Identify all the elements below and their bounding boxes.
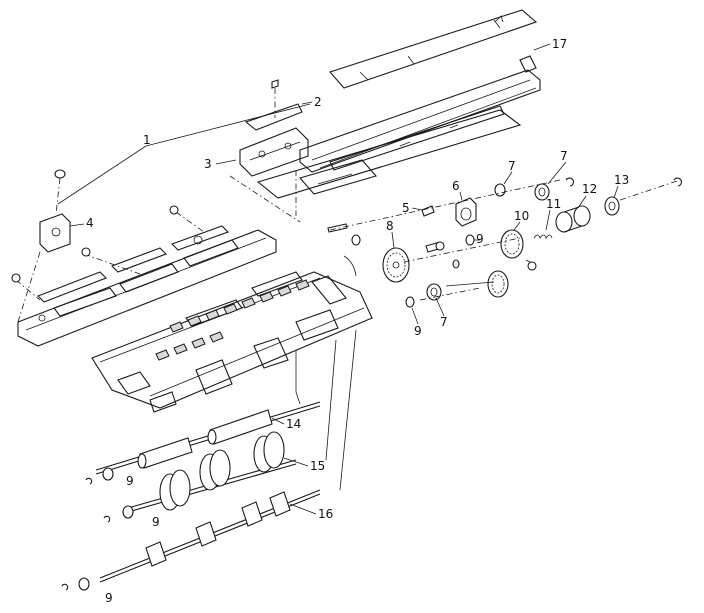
callout-17: 17: [552, 37, 568, 51]
lower-chassis: [91, 271, 373, 413]
callout-7: 7: [508, 159, 516, 173]
leader-lines: [15, 103, 535, 491]
callout-14: 14: [286, 417, 302, 431]
roller-16: [61, 489, 321, 591]
callout-4: 4: [86, 216, 94, 230]
callout-9: 9: [152, 515, 160, 529]
screws: [11, 205, 537, 283]
upper-rail: [299, 55, 541, 173]
roller-14: [85, 401, 321, 485]
callout-9: 9: [414, 324, 422, 338]
callout-3: 3: [204, 157, 212, 171]
callout-10: 10: [514, 209, 530, 223]
roller-15: [103, 431, 297, 523]
callout-8: 8: [386, 219, 394, 233]
callout-7: 7: [440, 315, 448, 329]
callout-6: 6: [452, 179, 460, 193]
callout-16: 16: [318, 507, 334, 521]
callout-13: 13: [614, 173, 630, 187]
callout-11: 11: [546, 197, 562, 211]
callout-5: 5: [402, 201, 410, 215]
callout-9: 9: [126, 474, 134, 488]
callout-12: 12: [582, 182, 598, 196]
callout-1: 1: [143, 133, 151, 147]
callout-15: 15: [310, 459, 326, 473]
callout-9: 9: [476, 232, 484, 246]
callout-2: 2: [314, 95, 322, 109]
main-frame: [17, 225, 277, 347]
callout-9: 9: [105, 591, 113, 605]
callout-7: 7: [560, 149, 568, 163]
gear-train: [327, 177, 682, 308]
small-bracket: [239, 79, 309, 177]
rail-plate: [256, 109, 522, 199]
slot-row: [155, 279, 310, 361]
left-bracket: [39, 169, 71, 253]
paper-guide-sheet: [329, 9, 538, 89]
